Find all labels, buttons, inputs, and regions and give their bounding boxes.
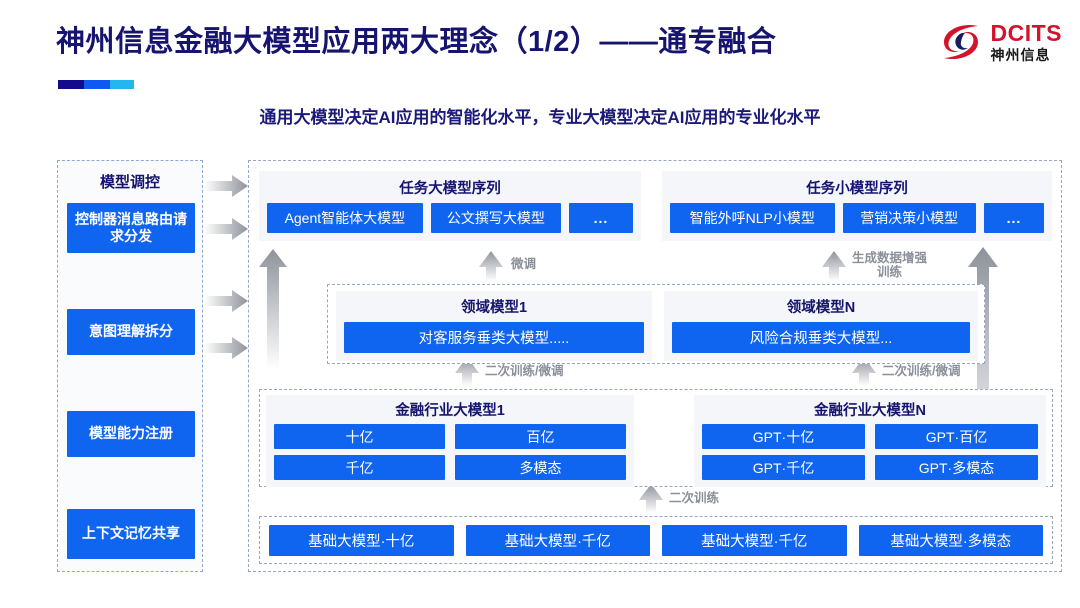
base-model-3[interactable]: 基础大模型·千亿 bbox=[662, 524, 847, 556]
domain-n-bar[interactable]: 风险合规垂类大模型... bbox=[672, 322, 970, 353]
panel-finance-model-n: 金融行业大模型N GPT·十亿 GPT·百亿 GPT·千亿 GPT·多模态 bbox=[694, 395, 1046, 487]
domain-model-group: 领域模型1 对客服务垂类大模型..... 领域模型N 风险合规垂类大模型... bbox=[327, 284, 985, 364]
base-model-4[interactable]: 基础大模型·多模态 bbox=[858, 524, 1043, 556]
chip-outbound-nlp-model[interactable]: 智能外呼NLP小模型 bbox=[670, 203, 835, 233]
page-subtitle: 通用大模型决定AI应用的智能化水平，专业大模型决定AI应用的专业化水平 bbox=[259, 108, 821, 127]
logo-swirl-icon bbox=[938, 20, 984, 64]
connector-arrows-layer bbox=[259, 247, 998, 513]
task-small-title: 任务小模型序列 bbox=[806, 181, 908, 197]
domain-n-title: 领域模型N bbox=[786, 300, 856, 316]
logo-text-cn: 神州信息 bbox=[990, 47, 1051, 63]
sidebar-model-control: 模型调控 控制器消息路由请求分发 意图理解拆分 模型能力注册 上下文记忆共享 bbox=[57, 160, 203, 572]
finance-1-cell-3[interactable]: 千亿 bbox=[274, 455, 445, 480]
arrow-right-1-icon bbox=[204, 175, 248, 197]
domain-1-title: 领域模型1 bbox=[460, 300, 528, 316]
finance-1-title: 金融行业大模型1 bbox=[395, 403, 505, 419]
panel-task-big-model-sequence: 任务大模型序列 Agent智能体大模型 公文撰写大模型 ... bbox=[259, 171, 641, 241]
finance-n-cell-4[interactable]: GPT·多模态 bbox=[875, 455, 1038, 480]
panel-finance-model-1: 金融行业大模型1 十亿 百亿 千亿 多模态 bbox=[266, 395, 634, 487]
finance-1-cell-4[interactable]: 多模态 bbox=[455, 455, 626, 480]
label-retrain-base: 二次训练 bbox=[669, 491, 720, 505]
logo-text-en: DCITS bbox=[990, 20, 1062, 46]
base-model-group: 基础大模型·十亿 基础大模型·千亿 基础大模型·千亿 基础大模型·多模态 bbox=[259, 516, 1053, 564]
panel-task-small-model-sequence: 任务小模型序列 智能外呼NLP小模型 营销决策小模型 ... bbox=[662, 171, 1052, 241]
finance-n-cell-1[interactable]: GPT·十亿 bbox=[702, 424, 865, 449]
panel-domain-model-1: 领域模型1 对客服务垂类大模型..... bbox=[336, 291, 652, 361]
accent-segment-light bbox=[110, 80, 134, 89]
chip-agent-model[interactable]: Agent智能体大模型 bbox=[267, 203, 423, 233]
label-data-augmentation: 生成数据增强训练 bbox=[852, 251, 928, 280]
finance-model-group: 金融行业大模型1 十亿 百亿 千亿 多模态 金融行业大模型N GPT·十亿 GP… bbox=[259, 389, 1053, 487]
base-model-1[interactable]: 基础大模型·十亿 bbox=[269, 524, 454, 556]
chip-marketing-decision-model[interactable]: 营销决策小模型 bbox=[842, 203, 976, 233]
finance-1-cell-1[interactable]: 十亿 bbox=[274, 424, 445, 449]
finance-n-title: 金融行业大模型N bbox=[814, 403, 926, 419]
accent-segment-mid bbox=[84, 80, 110, 89]
page-title: 神州信息金融大模型应用两大理念（1/2）——通专融合 bbox=[56, 26, 777, 58]
architecture-diagram: 任务大模型序列 Agent智能体大模型 公文撰写大模型 ... 任务小模型序列 … bbox=[248, 160, 1062, 572]
arrow-right-3-icon bbox=[204, 290, 248, 312]
sidebar-item-capability-registry[interactable]: 模型能力注册 bbox=[67, 411, 195, 457]
arrow-right-2-icon bbox=[204, 218, 248, 240]
label-retrain-right: 二次训练/微调 bbox=[882, 364, 961, 378]
domain-1-bar[interactable]: 对客服务垂类大模型..... bbox=[344, 322, 644, 353]
sidebar-item-intent-parsing[interactable]: 意图理解拆分 bbox=[67, 309, 195, 355]
base-model-2[interactable]: 基础大模型·千亿 bbox=[465, 524, 650, 556]
title-accent-bar bbox=[58, 80, 134, 89]
sidebar-item-controller-routing[interactable]: 控制器消息路由请求分发 bbox=[67, 203, 195, 253]
brand-logo: DCITS 神州信息 bbox=[938, 20, 1063, 64]
finance-n-cell-2[interactable]: GPT·百亿 bbox=[875, 424, 1038, 449]
label-retrain-left: 二次训练/微调 bbox=[485, 364, 564, 378]
chip-more-small[interactable]: ... bbox=[983, 203, 1044, 233]
finance-1-cell-2[interactable]: 百亿 bbox=[455, 424, 626, 449]
accent-segment-dark bbox=[58, 80, 84, 89]
chip-more-big[interactable]: ... bbox=[568, 203, 633, 233]
sidebar-title: 模型调控 bbox=[99, 174, 160, 191]
label-fine-tune: 微调 bbox=[511, 257, 537, 271]
chip-document-writing-model[interactable]: 公文撰写大模型 bbox=[430, 203, 561, 233]
panel-domain-model-n: 领域模型N 风险合规垂类大模型... bbox=[664, 291, 978, 361]
arrow-right-4-icon bbox=[204, 337, 248, 359]
finance-n-cell-3[interactable]: GPT·千亿 bbox=[702, 455, 865, 480]
task-big-title: 任务大模型序列 bbox=[399, 181, 501, 197]
sidebar-item-context-memory[interactable]: 上下文记忆共享 bbox=[67, 509, 195, 559]
